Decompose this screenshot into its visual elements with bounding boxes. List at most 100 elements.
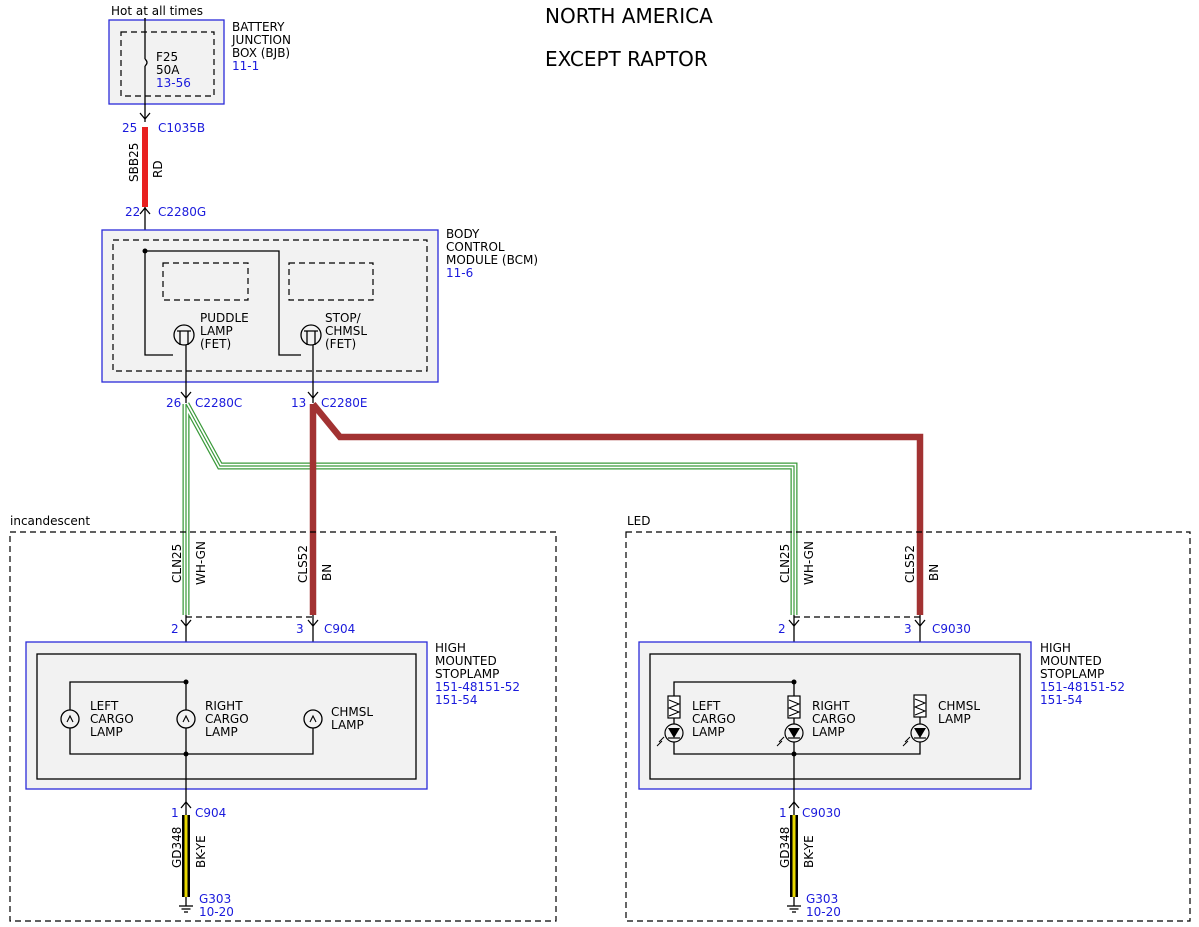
led-lamp1-l2: CARGO — [692, 712, 736, 726]
led-icon — [902, 694, 930, 747]
led-hms-label-2: MOUNTED — [1040, 654, 1102, 668]
bjb-ref: 11-1 — [232, 59, 259, 73]
puddle-fet-box — [162, 262, 249, 301]
fuse-rating: 50A — [156, 63, 180, 77]
c2280e-name: C2280E — [321, 396, 368, 410]
connector-chevron-icon — [139, 206, 151, 215]
connector-chevron-icon — [180, 800, 192, 809]
led-hms-ref-2: 151-54 — [1040, 693, 1083, 707]
bcm-label-1: BODY — [446, 227, 480, 241]
led-gnd-pin: 1 — [779, 806, 787, 820]
led-gnd-circuit: GD348 — [778, 827, 792, 868]
inc-hms-ref-1: 151-48151-52 — [435, 680, 520, 694]
led-lamp1-l3: LAMP — [692, 725, 725, 739]
c1035b-name: C1035B — [158, 121, 205, 135]
led-lamp3-l1: CHMSL — [938, 699, 980, 713]
fuse-name: F25 — [156, 50, 178, 64]
stop-fet-label-2: CHMSL — [325, 324, 367, 338]
c1035b-pin: 25 — [122, 121, 137, 135]
led-lamp3-l2: LAMP — [938, 712, 971, 726]
puddle-fet-label-3: (FET) — [200, 337, 231, 351]
ground-icon — [179, 897, 193, 913]
inc-lamp1-l1: LEFT — [90, 699, 119, 713]
led-hms-label-3: STOPLAMP — [1040, 667, 1104, 681]
inc-lamp3-l1: CHMSL — [331, 705, 373, 719]
wire-bn-run — [309, 401, 924, 615]
incandescent-region — [9, 531, 557, 922]
inc-hms-label-2: MOUNTED — [435, 654, 497, 668]
inc-wire1-circuit: CLN25 — [170, 544, 184, 583]
led-lamp2-l3: LAMP — [812, 725, 845, 739]
c2280g-pin: 22 — [125, 205, 140, 219]
puddle-fet-label-1: PUDDLE — [200, 311, 249, 325]
inc-lamp1-l2: CARGO — [90, 712, 134, 726]
led-wire2-color: BN — [927, 564, 941, 581]
inc-pin2: 2 — [171, 622, 179, 636]
led-pin2: 2 — [778, 622, 786, 636]
inc-connector: C904 — [324, 622, 355, 636]
inc-lamp2-l3: LAMP — [205, 725, 238, 739]
c2280g-name: C2280G — [158, 205, 206, 219]
bulb-icon — [60, 709, 80, 729]
led-wire1-color: WH-GN — [802, 541, 816, 585]
inc-gnd-ref: 10-20 — [199, 905, 234, 919]
led-hms-ref-1: 151-48151-52 — [1040, 680, 1125, 694]
connector-chevron-icon — [307, 619, 319, 628]
bjb-label-3: BOX (BJB) — [232, 46, 290, 60]
inc-lamp2-l1: RIGHT — [205, 699, 243, 713]
bulb-icon — [176, 709, 196, 729]
bcm-inner — [112, 239, 428, 372]
puddle-fet-label-2: LAMP — [200, 324, 233, 338]
c2280c-pin: 26 — [166, 396, 181, 410]
led-wire2-circuit: CLS52 — [903, 545, 917, 583]
inc-lamp3-l2: LAMP — [331, 718, 364, 732]
connector-chevron-icon — [788, 800, 800, 809]
inc-lamp2-l2: CARGO — [205, 712, 249, 726]
c2280c-name: C2280C — [195, 396, 242, 410]
bjb-box — [108, 19, 225, 105]
connector-chevron-icon — [180, 391, 192, 400]
incandescent-label: incandescent — [10, 514, 90, 528]
puddle-fet-icon — [173, 324, 195, 346]
inc-gnd-name: G303 — [199, 892, 231, 906]
led-hms-label-1: HIGH — [1040, 641, 1071, 655]
led-hms-inner — [649, 653, 1021, 780]
ground-icon — [787, 897, 801, 913]
inc-hms-label-1: HIGH — [435, 641, 466, 655]
feed-circuit: SBB25 — [127, 143, 141, 182]
bulb-icon — [303, 709, 323, 729]
fuse-ref: 13-56 — [156, 76, 191, 90]
led-ground-wire — [790, 815, 798, 897]
connector-chevron-icon — [180, 619, 192, 628]
led-gnd-color: BK-YE — [802, 835, 816, 868]
bcm-ref: 11-6 — [446, 266, 473, 280]
hot-label: Hot at all times — [111, 4, 203, 18]
stop-fet-box — [288, 262, 374, 301]
inc-wire2-circuit: CLS52 — [296, 545, 310, 583]
stop-fet-label-3: (FET) — [325, 337, 356, 351]
bcm-box — [101, 229, 439, 383]
stop-fet-icon — [300, 324, 322, 346]
inc-gnd-connector: C904 — [195, 806, 226, 820]
bjb-label-2: JUNCTION — [231, 33, 291, 47]
bjb-label-1: BATTERY — [232, 20, 285, 34]
bcm-label-2: CONTROL — [446, 240, 505, 254]
connector-chevron-icon — [139, 112, 151, 121]
inc-gnd-color: BK-YE — [194, 835, 208, 868]
connector-chevron-icon — [914, 619, 926, 628]
inc-hms-ref-2: 151-54 — [435, 693, 478, 707]
inc-wire1-color: WH-GN — [194, 541, 208, 585]
led-icon — [656, 695, 684, 747]
inc-pin3: 3 — [296, 622, 304, 636]
inc-wire2-color: BN — [320, 564, 334, 581]
inc-lamp1-l3: LAMP — [90, 725, 123, 739]
inc-gnd-pin: 1 — [171, 806, 179, 820]
title-region: NORTH AMERICA — [545, 4, 713, 28]
led-lamp2-l1: RIGHT — [812, 699, 850, 713]
feed-color: RD — [151, 160, 165, 178]
led-gnd-ref: 10-20 — [806, 905, 841, 919]
connector-chevron-icon — [788, 619, 800, 628]
inc-hms-label-3: STOPLAMP — [435, 667, 499, 681]
led-gnd-name: G303 — [806, 892, 838, 906]
